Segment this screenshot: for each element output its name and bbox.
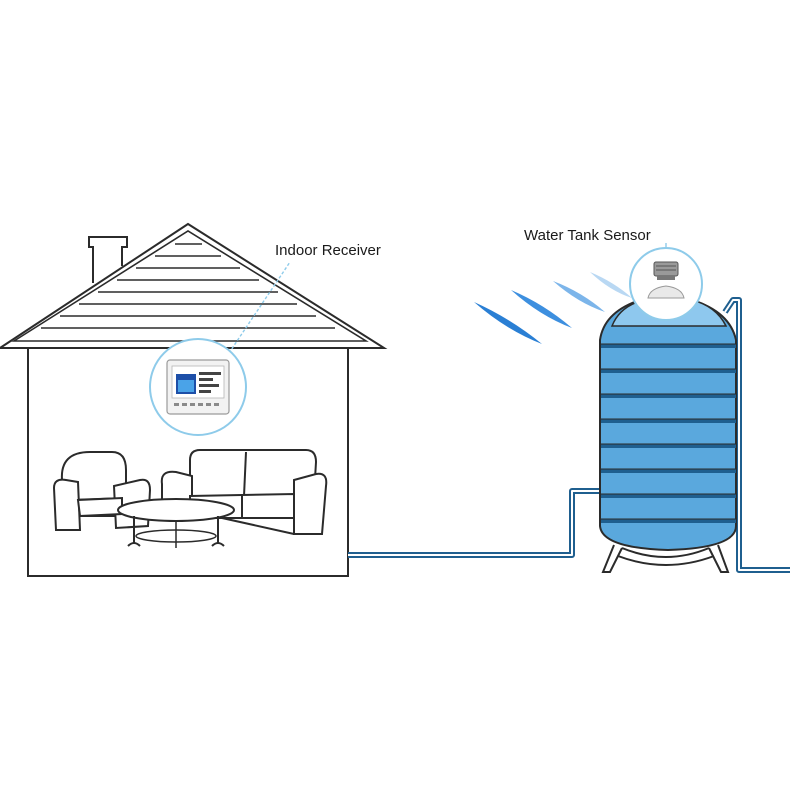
water-tank-icon [599, 299, 737, 573]
tank-body [599, 299, 737, 552]
tank-sensor-icon [647, 261, 685, 299]
water-tank-sensor-label: Water Tank Sensor [524, 227, 651, 244]
indoor-receiver-label: Indoor Receiver [275, 242, 381, 259]
signal-wave-3 [511, 290, 572, 328]
tank-bands [601, 344, 736, 523]
indoor-receiver-leader [228, 261, 291, 354]
wireless-signal-icon [474, 272, 632, 344]
chimney [88, 236, 128, 283]
tank-legs [601, 544, 730, 573]
signal-wave-1 [590, 272, 632, 298]
supply-pipe [348, 488, 606, 558]
lcd-receiver-icon [166, 359, 230, 415]
water-tank-sensor-callout: Water Tank Sensor [524, 227, 703, 321]
signal-wave-2 [553, 281, 605, 312]
indoor-receiver-callout: Indoor Receiver [149, 242, 381, 436]
sofa-icon [160, 449, 328, 535]
roof-shingles [41, 243, 335, 329]
tank-band-edges [601, 343, 736, 520]
sensor-callout-circle [629, 247, 703, 321]
coffee-table-icon [117, 498, 235, 548]
water-pipes-highlight [348, 299, 790, 571]
signal-wave-4 [474, 302, 542, 344]
